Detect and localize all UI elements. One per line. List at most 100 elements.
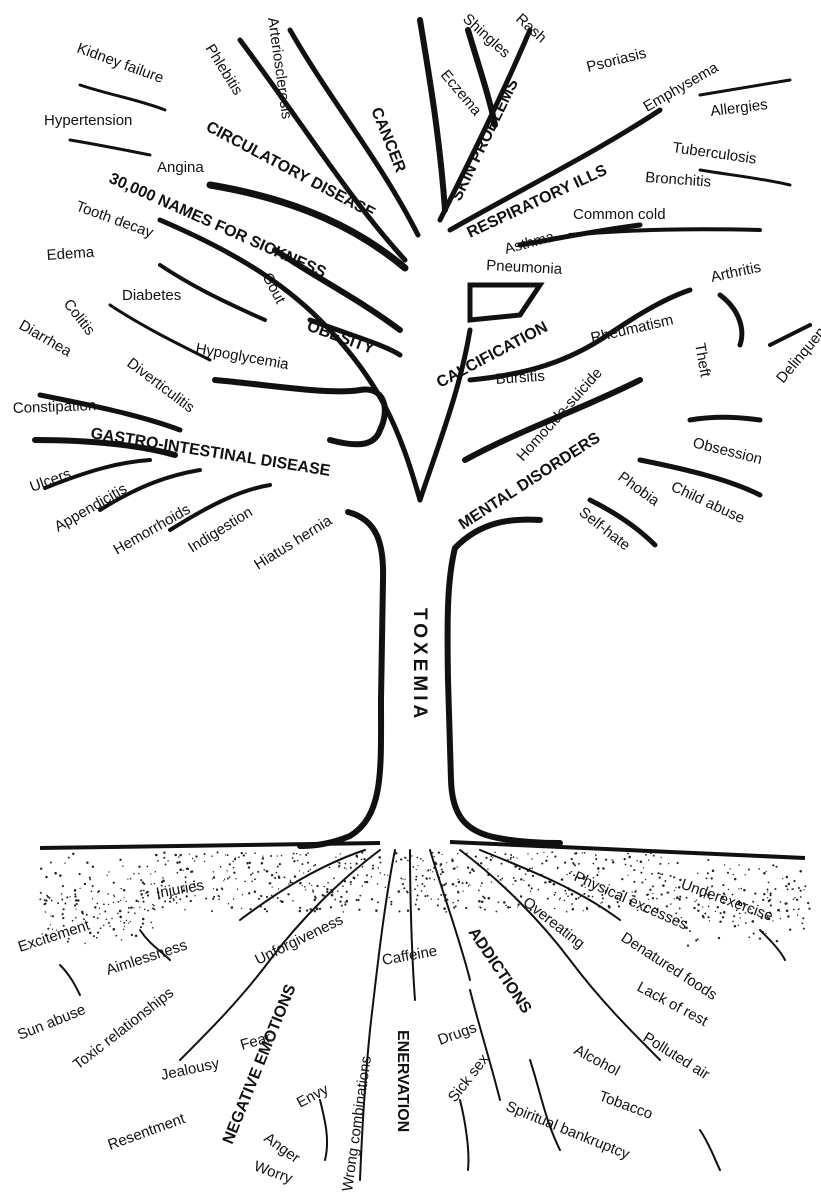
soil-dot [108,922,110,924]
branch [470,290,690,380]
root-sick-sex: Sick sex [445,1051,493,1106]
soil-dot [75,909,76,910]
soil-dot [653,855,655,857]
soil-stipple [40,851,811,946]
soil-dot [311,885,312,886]
soil-dot [299,910,302,913]
soil-dot [769,894,771,896]
soil-dot [316,907,319,910]
branch [720,295,742,345]
soil-dot [564,861,566,863]
soil-dot [727,872,729,874]
root [530,1060,560,1150]
soil-dot [47,896,49,898]
soil-dot [480,907,482,909]
soil-dot [128,922,129,923]
soil-dot [309,883,311,885]
soil-dot [465,907,467,909]
soil-dot [501,878,503,880]
soil-dot [643,867,644,868]
soil-dot [687,944,689,946]
soil-dot [358,909,360,911]
root [430,850,470,980]
soil-dot [84,883,86,885]
soil-dot [518,868,520,870]
soil-dot [92,898,93,899]
leaf-diabetes: Diabetes [122,287,181,304]
soil-dot [108,871,109,872]
soil-dot [628,856,631,859]
soil-dot [457,879,458,880]
soil-dot [262,857,264,859]
soil-dot [313,899,315,901]
soil-dot [427,895,429,897]
soil-dot [342,885,344,887]
soil-dot [458,881,460,883]
soil-dot [505,853,507,855]
soil-dot [480,885,481,886]
soil-dot [763,872,766,875]
soil-dot [299,882,302,885]
soil-dot [472,868,474,870]
soil-dot [445,911,447,913]
root-addictions: ADDICTIONS [465,925,535,1017]
soil-dot [571,903,573,905]
soil-dot [415,879,417,881]
soil-dot [567,895,569,897]
soil-dot [443,884,445,886]
soil-dot [695,939,697,941]
leaf-hiatus-hernia: Hiatus hernia [251,512,336,574]
soil-dot [402,879,403,880]
soil-dot [403,887,405,889]
soil-dot [51,900,53,902]
leaf-indigestion: Indigestion [185,504,256,557]
soil-dot [277,897,279,899]
root [760,930,785,960]
soil-dot [415,876,417,878]
soil-dot [113,902,114,903]
soil-dot [657,872,659,874]
soil-dot [768,900,770,902]
soil-dot [306,909,308,911]
soil-dot [407,891,409,893]
soil-dot [473,870,475,872]
soil-dot [443,907,446,910]
soil-dot [232,861,234,863]
soil-dot [633,881,635,883]
soil-dot [387,875,388,876]
soil-dot [674,898,675,899]
soil-dot [68,857,70,859]
soil-dot [260,895,262,897]
trunk-right-edge [448,520,560,843]
leaf-constipation: Constipation [13,397,97,417]
soil-dot [292,857,294,859]
loop-calcification [470,285,540,320]
soil-dot [342,911,344,913]
soil-dot [63,908,65,910]
soil-dot [457,891,459,893]
soil-dot [111,918,113,920]
soil-dot [339,900,341,902]
soil-dot [753,932,755,934]
soil-dot [572,862,574,864]
soil-dot [341,905,343,907]
soil-dot [153,908,155,910]
soil-dot [745,922,747,924]
soil-dot [131,934,133,936]
soil-dot [531,858,533,860]
soil-dot [133,907,134,908]
soil-dot [676,896,679,899]
soil-dot [513,856,515,858]
soil-dot [281,900,284,903]
soil-dot [704,913,706,915]
soil-dot [744,874,745,875]
soil-dot [621,878,623,880]
soil-dot [432,871,433,872]
soil-dot [62,917,64,919]
soil-dot [550,881,552,883]
soil-dot [139,907,140,908]
soil-dot [659,863,661,865]
soil-dot [143,901,145,903]
soil-dot [390,903,392,905]
soil-dot [453,867,455,869]
